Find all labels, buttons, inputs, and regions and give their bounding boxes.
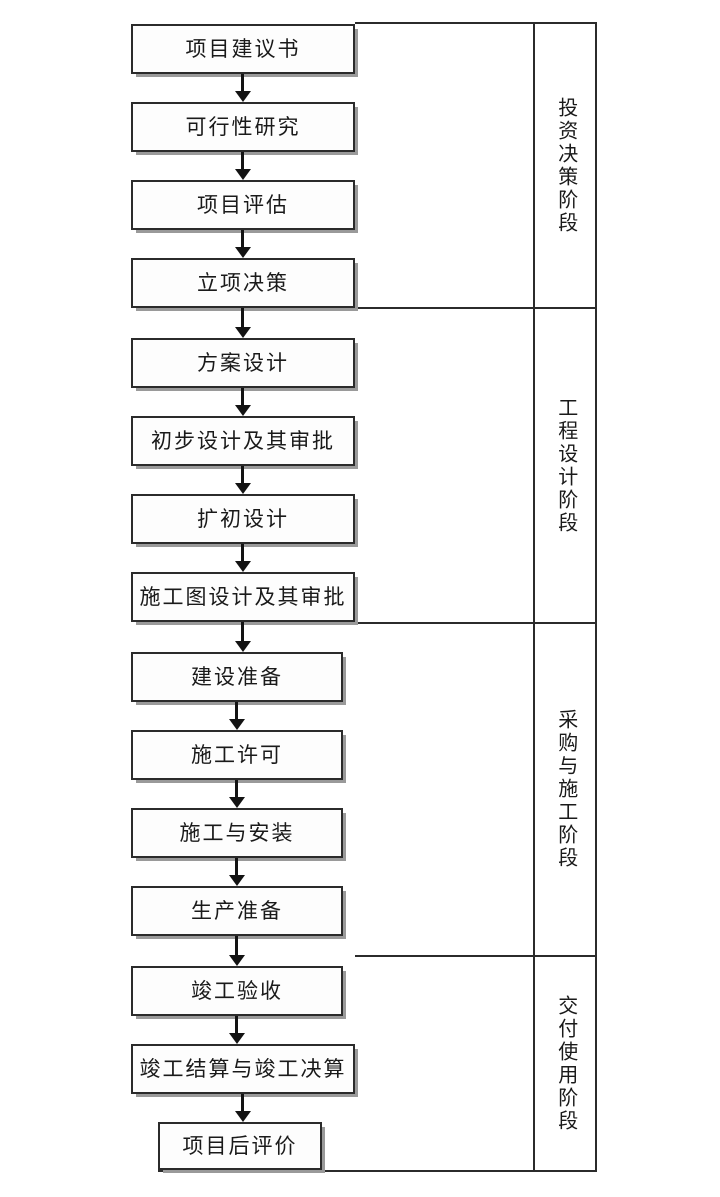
step-construction-permit[interactable]: 施工许可 — [131, 730, 343, 780]
step-project-appraisal[interactable]: 项目评估 — [131, 180, 355, 230]
step-label: 施工与安装 — [179, 820, 295, 845]
phase-label: 采购与施工阶段 — [554, 709, 577, 870]
phase-cell-engineering-design: 工程设计阶段 — [535, 309, 595, 622]
frame-phase-row-divider-1 — [355, 307, 597, 309]
arrow-connector — [229, 1016, 245, 1044]
arrow-connector — [229, 702, 245, 730]
arrow-connector — [235, 74, 251, 102]
arrow-connector — [235, 1094, 251, 1122]
step-label: 项目后评价 — [182, 1133, 298, 1158]
step-completion-acceptance[interactable]: 竣工验收 — [131, 966, 343, 1016]
step-label: 项目评估 — [197, 192, 289, 217]
frame-right-line — [595, 22, 597, 1172]
step-production-preparation[interactable]: 生产准备 — [131, 886, 343, 936]
arrow-connector — [235, 622, 251, 652]
step-label: 初步设计及其审批 — [151, 428, 335, 453]
step-label: 施工图设计及其审批 — [139, 584, 347, 609]
step-label: 施工许可 — [191, 742, 283, 767]
arrow-connector — [235, 308, 251, 338]
arrow-connector — [235, 544, 251, 572]
step-label: 项目建议书 — [185, 36, 301, 61]
frame-phase-row-divider-3 — [355, 955, 597, 957]
step-post-project-evaluation[interactable]: 项目后评价 — [158, 1122, 322, 1170]
step-preliminary-design-approval[interactable]: 初步设计及其审批 — [131, 416, 355, 466]
step-label: 立项决策 — [197, 270, 289, 295]
arrow-connector — [235, 388, 251, 416]
arrow-connector — [229, 936, 245, 966]
phase-label: 工程设计阶段 — [554, 396, 577, 535]
phase-label: 交付使用阶段 — [554, 994, 577, 1133]
frame-phase-divider-line — [533, 22, 535, 1172]
step-label: 生产准备 — [191, 898, 283, 923]
step-construction-installation[interactable]: 施工与安装 — [131, 808, 343, 858]
step-construction-preparation[interactable]: 建设准备 — [131, 652, 343, 702]
step-label: 方案设计 — [197, 350, 289, 375]
step-label: 竣工验收 — [191, 978, 283, 1003]
step-feasibility-study[interactable]: 可行性研究 — [131, 102, 355, 152]
step-label: 可行性研究 — [185, 114, 301, 139]
frame-phase-row-divider-2 — [355, 622, 597, 624]
arrow-connector — [235, 230, 251, 258]
phase-cell-procurement-construction: 采购与施工阶段 — [535, 624, 595, 955]
step-construction-drawing-approval[interactable]: 施工图设计及其审批 — [131, 572, 355, 622]
step-completion-settlement[interactable]: 竣工结算与竣工决算 — [131, 1044, 355, 1094]
step-scheme-design[interactable]: 方案设计 — [131, 338, 355, 388]
step-extended-preliminary-design[interactable]: 扩初设计 — [131, 494, 355, 544]
frame-top-line — [355, 22, 597, 24]
phase-cell-delivery-use: 交付使用阶段 — [535, 957, 595, 1170]
frame-bottom-line — [158, 1170, 597, 1172]
arrow-connector — [229, 858, 245, 886]
step-label: 建设准备 — [191, 664, 283, 689]
phase-cell-investment-decision: 投资决策阶段 — [535, 24, 595, 307]
arrow-connector — [229, 780, 245, 808]
step-project-proposal[interactable]: 项目建议书 — [131, 24, 355, 74]
arrow-connector — [235, 152, 251, 180]
step-label: 竣工结算与竣工决算 — [139, 1056, 347, 1081]
step-project-approval[interactable]: 立项决策 — [131, 258, 355, 308]
phase-label: 投资决策阶段 — [554, 96, 577, 235]
step-label: 扩初设计 — [197, 506, 289, 531]
arrow-connector — [235, 466, 251, 494]
